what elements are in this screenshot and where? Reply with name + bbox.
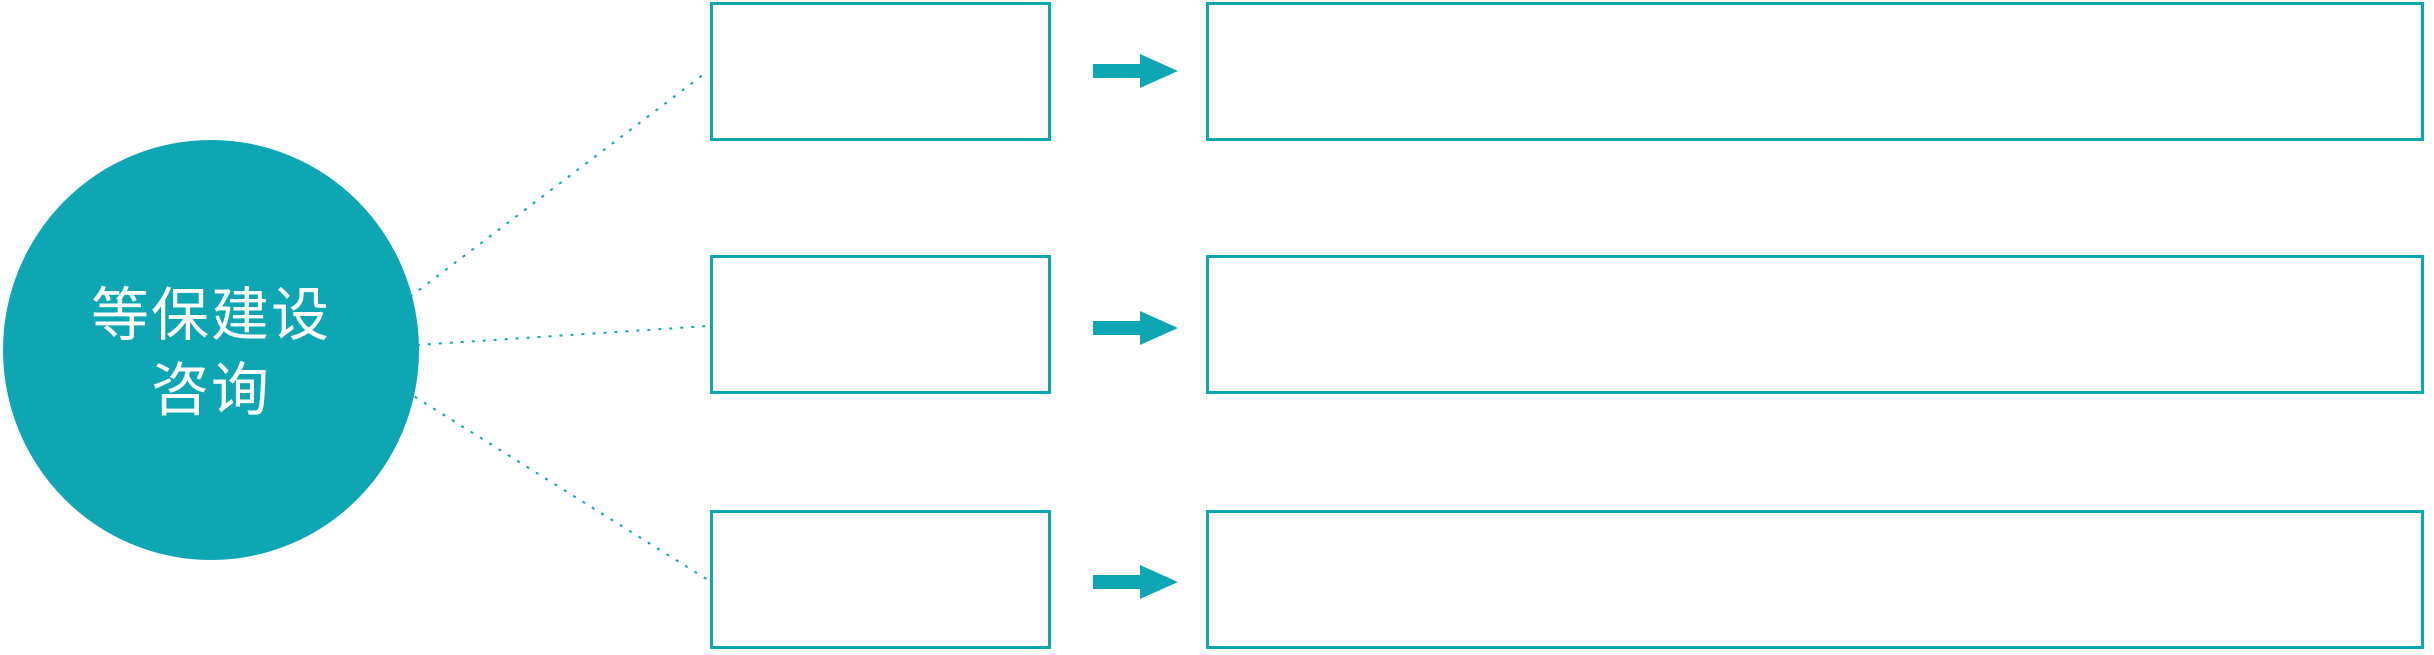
arrow-right-icon — [1093, 565, 1178, 599]
topic-circle-label-line1: 等保建设 — [90, 283, 331, 348]
arrow-right-icon — [1093, 311, 1178, 345]
description-box-3 — [1206, 510, 2424, 649]
category-box-3 — [710, 510, 1051, 649]
category-box-1 — [710, 2, 1051, 141]
topic-circle-label-line2: 咨询 — [150, 358, 271, 423]
description-box-1 — [1206, 2, 2424, 141]
category-box-2 — [710, 255, 1051, 394]
topic-circle: 等保建设 咨询 — [3, 140, 419, 560]
description-box-2 — [1206, 255, 2424, 394]
arrow-right-icon — [1093, 54, 1178, 88]
